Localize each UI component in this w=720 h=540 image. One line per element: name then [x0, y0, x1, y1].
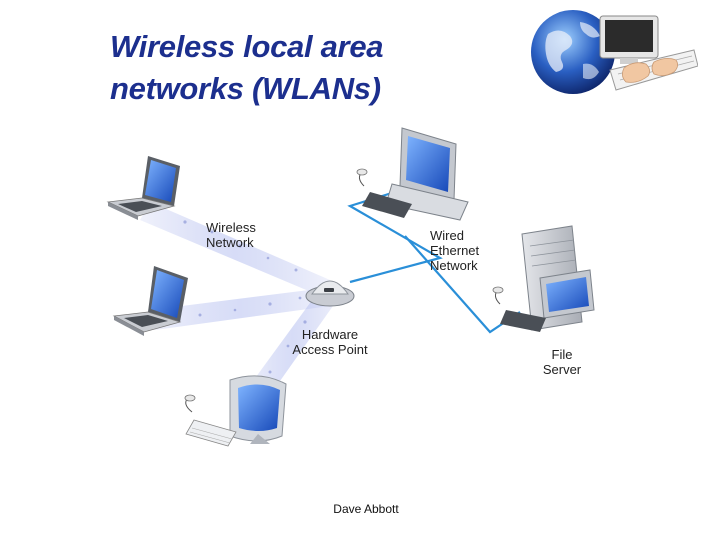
wlan-network-diagram [106, 127, 595, 447]
laptop-icon [112, 266, 188, 336]
wireless-access-point-icon [305, 280, 355, 307]
footer-author: Dave Abbott [333, 502, 399, 516]
label-wired-ethernet-network: Wired Ethernet Network [430, 228, 480, 273]
file-server-icon [492, 225, 595, 332]
globe-computer-logo-icon [531, 10, 698, 94]
slide-title-line-1: Wireless local area [110, 29, 384, 64]
desktop-computer-icon [184, 375, 287, 447]
slide-title-line-2: networks (WLANs) [110, 71, 381, 106]
typing-hands-icon [622, 58, 678, 83]
label-file-server: File Server [542, 347, 582, 377]
laptop-icon [106, 156, 180, 220]
label-hardware-access-point: Hardware Access Point [292, 327, 368, 357]
wireless-signal-beams [140, 202, 340, 398]
label-wireless-network: Wireless Network [206, 220, 256, 250]
slide-title: Wireless local area networks (WLANs) [110, 26, 510, 110]
monitor-icon [599, 15, 659, 64]
desktop-computer-icon [356, 127, 469, 221]
